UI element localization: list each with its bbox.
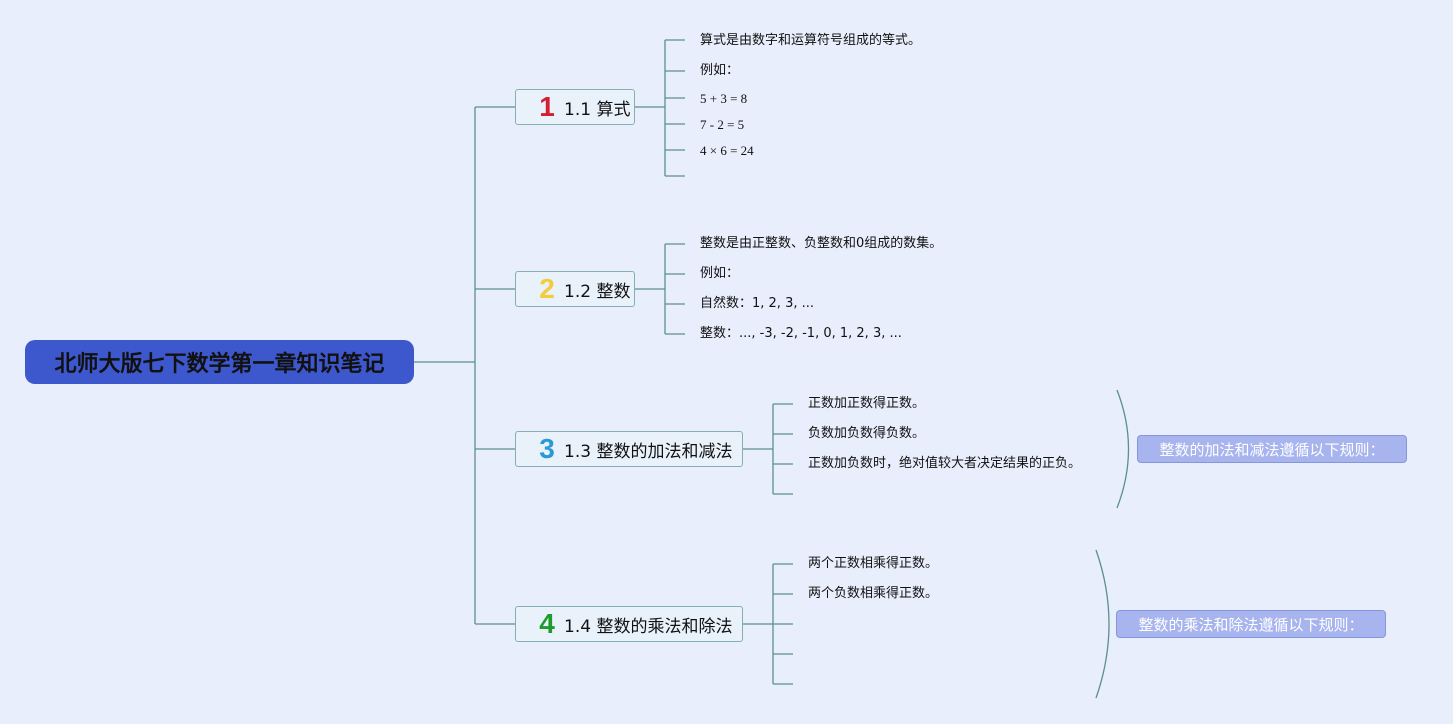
topic-1-2-integers[interactable]: 2 1.2 整数 — [515, 271, 635, 307]
leaf-item[interactable]: 算式是由数字和运算符号组成的等式。 — [700, 33, 922, 48]
leaf-item[interactable]: 4 × 6 = 24 — [700, 143, 754, 158]
summary-add-subtract[interactable]: 整数的加法和减法遵循以下规则： — [1137, 435, 1407, 463]
topic-label: 1.3 整数的加法和减法 — [564, 441, 733, 462]
topic-label: 1.1 算式 — [564, 99, 631, 120]
leaf-item[interactable]: 正数加负数时，绝对值较大者决定结果的正负。 — [808, 456, 1082, 471]
number-4-marker: 4 — [539, 608, 555, 639]
topic-1-1-formula[interactable]: 1 1.1 算式 — [515, 89, 635, 125]
topic-label: 1.4 整数的乘法和除法 — [564, 616, 733, 637]
summary-label: 整数的乘法和除法遵循以下规则： — [1138, 615, 1364, 634]
number-3-marker: 3 — [539, 433, 555, 464]
leaf-item[interactable]: 整数是由正整数、负整数和0组成的数集。 — [700, 236, 943, 251]
topic-label: 1.2 整数 — [564, 281, 631, 302]
leaf-item[interactable]: 两个正数相乘得正数。 — [808, 556, 939, 571]
leaf-item[interactable]: 例如： — [700, 266, 740, 281]
topic-1-3-add-subtract[interactable]: 3 1.3 整数的加法和减法 — [515, 431, 743, 467]
leaf-item[interactable]: 7 - 2 = 5 — [700, 117, 745, 132]
leaf-item[interactable]: 负数加负数得负数。 — [808, 426, 926, 441]
topic-1-4-multiply-divide[interactable]: 4 1.4 整数的乘法和除法 — [515, 606, 743, 642]
leaf-item[interactable]: 5 + 3 = 8 — [700, 91, 748, 106]
number-1-marker: 1 — [539, 91, 555, 122]
root-title: 北师大版七下数学第一章知识笔记 — [54, 352, 385, 377]
leaf-item[interactable]: 整数：..., -3, -2, -1, 0, 1, 2, 3, ... — [700, 326, 902, 341]
summary-label: 整数的加法和减法遵循以下规则： — [1159, 440, 1385, 459]
summary-multiply-divide[interactable]: 整数的乘法和除法遵循以下规则： — [1116, 610, 1386, 638]
leaf-item[interactable]: 两个负数相乘得正数。 — [808, 586, 939, 601]
root-topic[interactable]: 北师大版七下数学第一章知识笔记 — [25, 340, 414, 384]
leaf-item[interactable]: 正数加正数得正数。 — [808, 396, 926, 411]
number-2-marker: 2 — [539, 273, 555, 304]
leaf-item[interactable]: 例如： — [700, 63, 740, 78]
leaf-item[interactable]: 自然数：1, 2, 3, ... — [700, 296, 815, 311]
